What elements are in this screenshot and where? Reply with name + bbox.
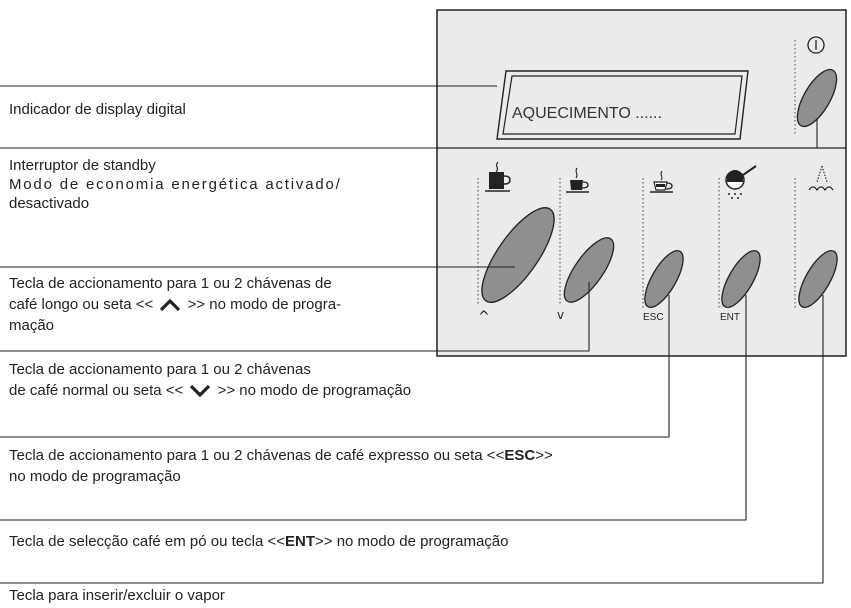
espresso-cup-icon <box>650 170 673 193</box>
leader-powder <box>0 295 747 521</box>
display-text: AQUECIMENTO ...... <box>512 105 662 122</box>
leader-normal <box>0 282 590 352</box>
standby-button[interactable] <box>790 64 845 132</box>
power-icon <box>807 36 825 54</box>
control-panel <box>436 9 847 357</box>
up-tag: ^ <box>478 309 490 325</box>
steam-button[interactable] <box>792 245 845 312</box>
label-ground-coffee: Tecla de selecção café em pó ou tecla <<… <box>9 533 509 550</box>
label-steam: Tecla para inserir/excluir o vapor <box>9 587 225 604</box>
long-coffee-button[interactable] <box>469 198 566 313</box>
down-arrow-icon <box>190 384 211 398</box>
leader-steam <box>0 295 824 584</box>
label-display: Indicador de display digital <box>9 101 186 118</box>
label-long-coffee: Tecla de accionamento para 1 ou 2 cháven… <box>9 275 342 334</box>
label-espresso: Tecla de accionamento para 1 ou 2 cháven… <box>9 447 553 485</box>
leader-standby <box>0 118 818 149</box>
label-normal-coffee: Tecla de accionamento para 1 ou 2 cháven… <box>9 361 412 399</box>
down-tag: v <box>557 308 564 322</box>
label-standby: Interruptor de standby Modo de economia … <box>9 157 342 212</box>
ground-coffee-button[interactable] <box>715 245 768 312</box>
normal-coffee-button[interactable] <box>556 231 623 309</box>
normal-cup-icon <box>566 167 589 193</box>
steam-icon <box>808 165 834 192</box>
ent-tag: ENT <box>720 312 740 323</box>
esc-tag: ESC <box>643 312 664 323</box>
up-arrow-icon <box>160 298 181 312</box>
espresso-button[interactable] <box>638 245 691 312</box>
tall-cup-icon <box>485 161 511 192</box>
leader-espresso <box>0 295 670 438</box>
coffee-powder-scoop-icon <box>725 165 757 199</box>
digital-display: AQUECIMENTO ...... <box>496 70 749 140</box>
